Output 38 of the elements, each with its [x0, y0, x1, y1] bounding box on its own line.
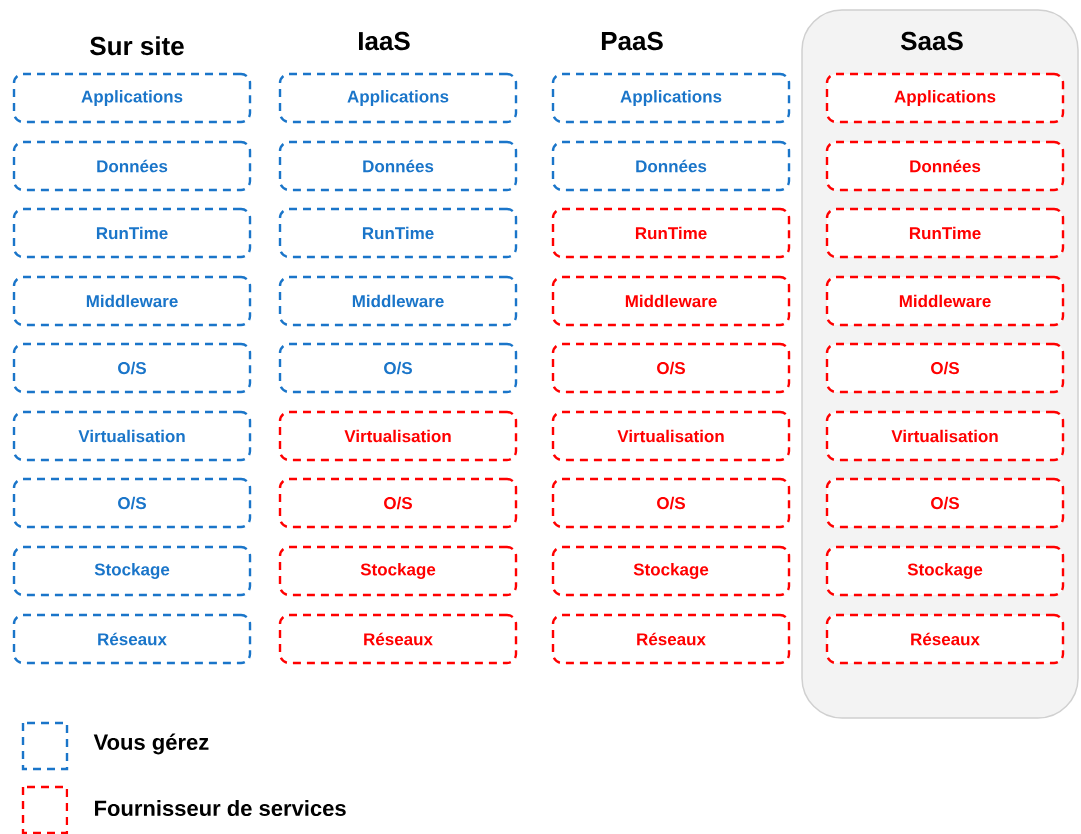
layer-box: Virtualisation — [825, 410, 1065, 462]
layer-box: Stockage — [12, 545, 252, 597]
layer-box: Réseaux — [551, 613, 791, 665]
layer-box: O/S — [825, 342, 1065, 394]
layer-box: RunTime — [825, 207, 1065, 259]
layer-box: Middleware — [551, 275, 791, 327]
legend-label: Vous gérez — [93, 733, 209, 755]
layer-box: RunTime — [12, 207, 252, 259]
layer-box: Données — [825, 140, 1065, 192]
layer-box: Virtualisation — [551, 410, 791, 462]
layer-box: Données — [12, 140, 252, 192]
layer-box: O/S — [551, 342, 791, 394]
layer-box: Applications — [278, 72, 518, 124]
layer-box: O/S — [551, 477, 791, 529]
layer-box: Middleware — [825, 275, 1065, 327]
layer-box: Stockage — [278, 545, 518, 597]
layer-box: Réseaux — [825, 613, 1065, 665]
layer-box: Middleware — [12, 275, 252, 327]
layer-box: Réseaux — [278, 613, 518, 665]
layer-box: O/S — [278, 342, 518, 394]
legend-label: Fournisseur de services — [95, 799, 346, 817]
layer-box: Données — [278, 140, 518, 192]
layer-box: Middleware — [278, 275, 518, 327]
layer-box: Applications — [12, 72, 252, 124]
layer-box: Applications — [825, 72, 1065, 124]
layer-box: Virtualisation — [12, 410, 252, 462]
layer-box: RunTime — [551, 207, 791, 259]
layer-box: O/S — [825, 477, 1065, 529]
layer-box: Réseaux — [12, 613, 252, 665]
layer-box: Données — [551, 140, 791, 192]
layer-box: O/S — [12, 342, 252, 394]
layer-box: Virtualisation — [278, 410, 518, 462]
layer-box: Stockage — [551, 545, 791, 597]
layer-box: RunTime — [278, 207, 518, 259]
layer-box: Applications — [551, 72, 791, 124]
layer-box: Stockage — [825, 545, 1065, 597]
layer-box: O/S — [12, 477, 252, 529]
layer-box: O/S — [278, 477, 518, 529]
